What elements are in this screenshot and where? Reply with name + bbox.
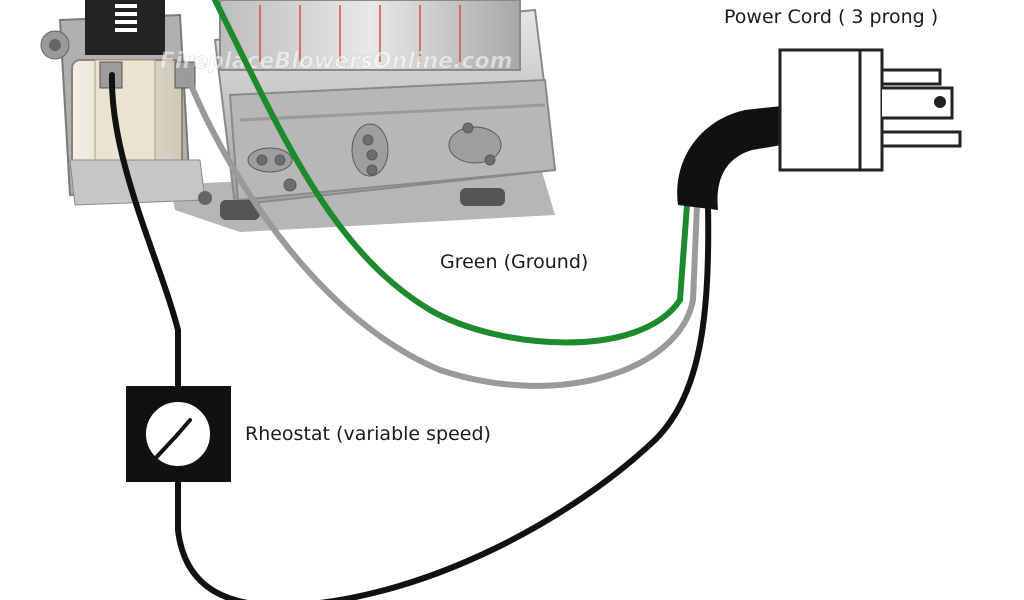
svg-text:FireplaceBlowersOnline.com: FireplaceBlowersOnline.com xyxy=(160,49,513,74)
watermark: FireplaceBlowersOnline.com xyxy=(160,49,513,75)
power-cord-label: Power Cord ( 3 prong ) xyxy=(724,6,939,28)
ground-wire xyxy=(212,0,690,346)
neutral-wire xyxy=(185,75,700,389)
rheostat-icon xyxy=(126,386,231,482)
hot-wire-lower xyxy=(175,202,712,600)
power-plug-icon xyxy=(677,48,962,210)
rheostat-label: Rheostat (variable speed) xyxy=(245,423,491,445)
ground-wire-label: Green (Ground) xyxy=(440,251,589,273)
blower-motor-icon xyxy=(40,0,557,232)
hot-wire-upper xyxy=(108,72,181,389)
